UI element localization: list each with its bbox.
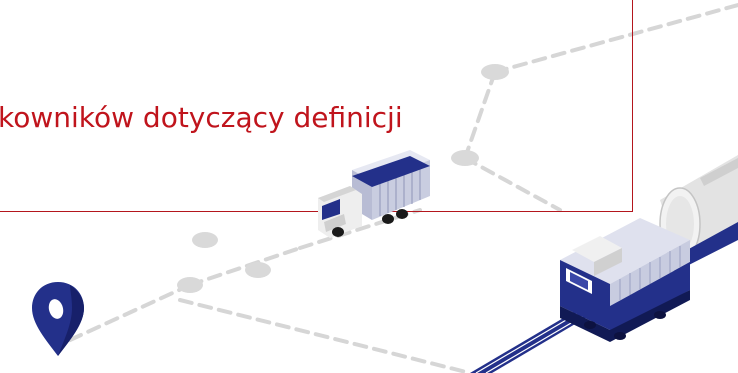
route-line-top [493,3,738,74]
route-line-mid [188,246,302,287]
route-node [177,277,203,293]
route-line-bottom [178,298,472,373]
route-node [451,150,479,166]
route-node [192,232,218,248]
route-line-vertical [463,70,497,160]
slide-title: kowników dotyczący definicji [0,101,403,134]
route-node [245,262,271,278]
route-line-left [68,283,192,342]
route-node [481,64,509,80]
title-frame [0,0,633,212]
route-line-mid-right [298,208,422,250]
route-line-right [463,156,562,212]
